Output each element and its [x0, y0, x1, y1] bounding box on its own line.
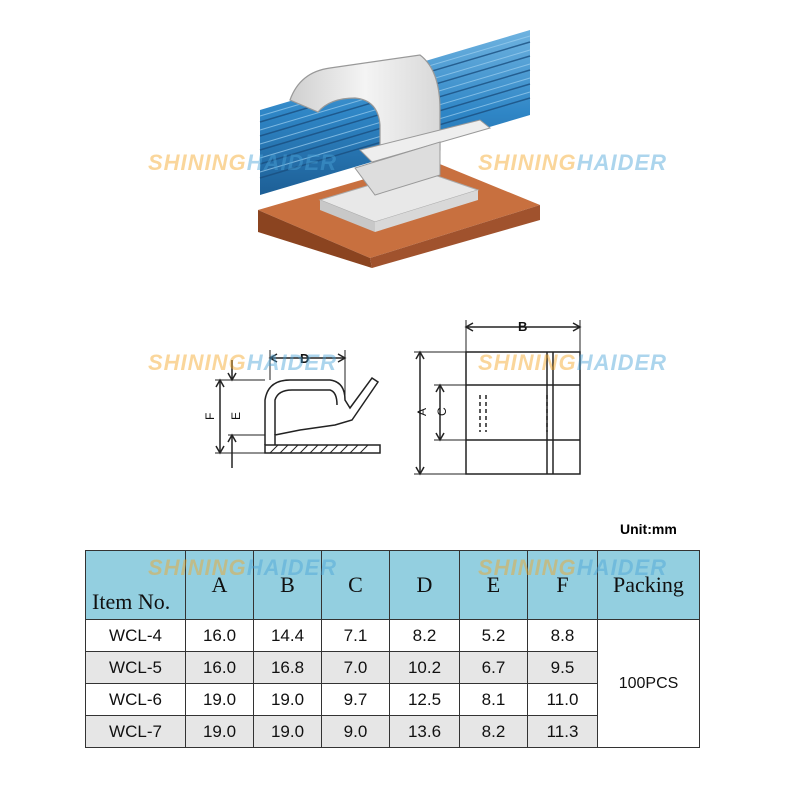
cell-item-no: WCL-5 — [85, 651, 186, 684]
cell-e: 6.7 — [459, 651, 528, 684]
cell-d: 10.2 — [389, 651, 460, 684]
cell-f: 9.5 — [527, 651, 598, 684]
cell-item-no: WCL-4 — [85, 619, 186, 652]
cell-a: 16.0 — [185, 619, 254, 652]
dimension-drawings: D B F E A C — [203, 319, 582, 476]
product-illustration — [258, 30, 540, 268]
header-e: E — [459, 550, 528, 620]
cell-b: 16.8 — [253, 651, 322, 684]
header-f: F — [527, 550, 598, 620]
table-header-row: Item No. A B C D E F Packing — [85, 550, 700, 620]
table-row: WCL-7 19.0 19.0 9.0 13.6 8.2 11.3 — [85, 715, 700, 748]
cell-c: 7.0 — [321, 651, 390, 684]
cable-clip — [289, 54, 492, 196]
header-b: B — [253, 550, 322, 620]
header-d: D — [389, 550, 460, 620]
dim-label-e: E — [229, 412, 243, 420]
cell-b: 19.0 — [253, 715, 322, 748]
dim-label-c: C — [435, 407, 449, 416]
cell-f: 8.8 — [527, 619, 598, 652]
cell-a: 19.0 — [185, 683, 254, 716]
cell-d: 8.2 — [389, 619, 460, 652]
cell-f: 11.3 — [527, 715, 598, 748]
header-c: C — [321, 550, 390, 620]
cell-e: 5.2 — [459, 619, 528, 652]
dim-label-f: F — [203, 413, 217, 420]
adhesive-pad — [318, 169, 480, 232]
cell-e: 8.2 — [459, 715, 528, 748]
header-a: A — [185, 550, 254, 620]
cell-item-no: WCL-7 — [85, 715, 186, 748]
front-view-drawing — [414, 320, 582, 476]
table-row: WCL-6 19.0 19.0 9.7 12.5 8.1 11.0 — [85, 683, 700, 716]
cell-c: 9.7 — [321, 683, 390, 716]
dim-label-a: A — [415, 408, 429, 416]
cell-a: 16.0 — [185, 651, 254, 684]
side-view-drawing — [215, 350, 381, 468]
dim-label-b: B — [518, 319, 527, 334]
cell-c: 9.0 — [321, 715, 390, 748]
dim-label-d: D — [300, 351, 309, 366]
table-row: WCL-4 16.0 14.4 7.1 8.2 5.2 8.8 100PCS — [85, 619, 700, 748]
cell-d: 13.6 — [389, 715, 460, 748]
cell-f: 11.0 — [527, 683, 598, 716]
cell-a: 19.0 — [185, 715, 254, 748]
unit-label: Unit:mm — [620, 521, 677, 537]
table-row: WCL-5 16.0 16.8 7.0 10.2 6.7 9.5 — [85, 651, 700, 684]
cell-b: 19.0 — [253, 683, 322, 716]
spec-table: Item No. A B C D E F Packing WCL-4 16.0 … — [85, 550, 700, 748]
header-packing: Packing — [597, 550, 700, 620]
cell-c: 7.1 — [321, 619, 390, 652]
cell-d: 12.5 — [389, 683, 460, 716]
header-item-no: Item No. — [85, 550, 186, 620]
cell-b: 14.4 — [253, 619, 322, 652]
cell-packing: 100PCS — [597, 619, 700, 748]
cell-e: 8.1 — [459, 683, 528, 716]
cell-item-no: WCL-6 — [85, 683, 186, 716]
